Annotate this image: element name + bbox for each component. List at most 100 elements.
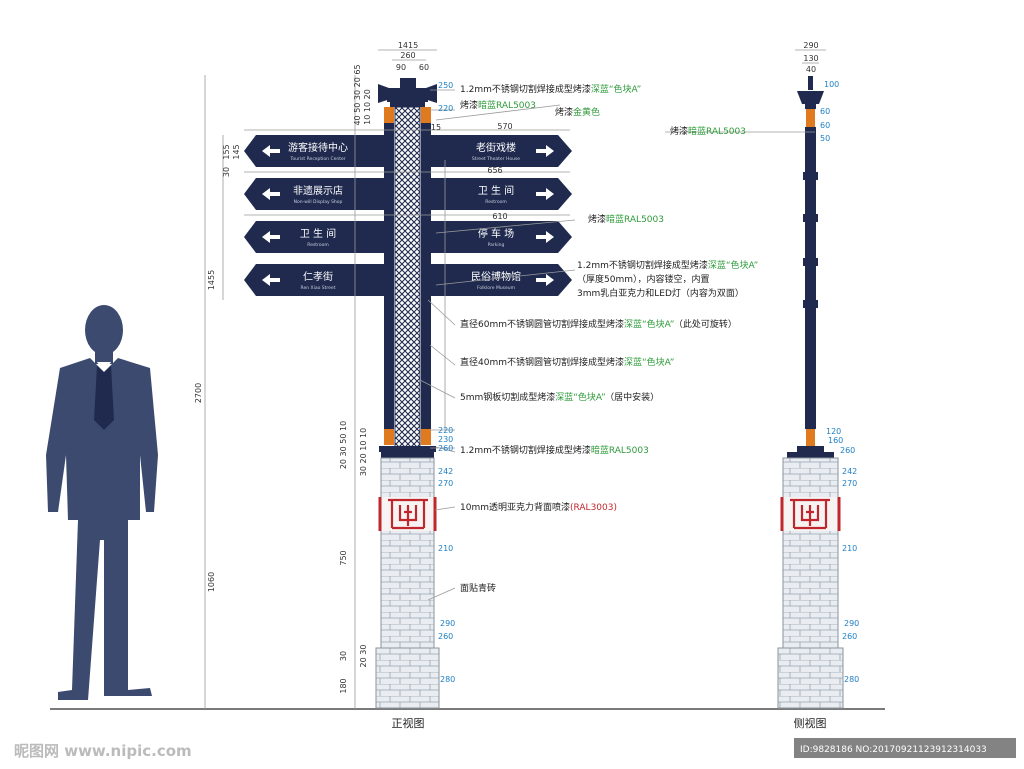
dim-vert-mid-2: 30 20 10 10: [359, 428, 368, 476]
sign-label-en: Ren Xiao Street: [301, 285, 336, 291]
sign-label-en: Restroom: [485, 199, 506, 205]
dim-front-250: 250: [438, 81, 453, 90]
note-2: 烤漆金黄色: [555, 106, 600, 118]
note-highlight: 暗蓝RAL5003: [478, 99, 536, 111]
dim-top-60: 60: [419, 63, 429, 72]
watermark-id: ID:9828186 NO:20170921123912314033: [800, 745, 987, 755]
sign-board: [423, 178, 572, 210]
note-text: 10mm透明亚克力背面喷漆: [460, 501, 570, 513]
note-highlight: (RAL3003): [570, 503, 617, 513]
dim-side-top-290: 290: [803, 41, 818, 50]
dim-left-2700: 2700: [194, 383, 203, 403]
dim-front-242: 242: [438, 467, 453, 476]
dim-side-260: 260: [840, 446, 855, 455]
front-view-label: 正视图: [392, 716, 425, 730]
note-text: 1.2mm不锈钢切割焊接成型烤漆: [460, 444, 591, 456]
note-10: 5mm钢板切割成型烤漆深蓝“色块A” （居中安装）: [460, 391, 659, 403]
dim-vert-20-30: 20 30: [359, 645, 368, 668]
arrow-right-icon: [536, 188, 554, 200]
arrow-right-icon: [536, 231, 554, 243]
sign-left-3: 仁孝街 Ren Xiao Street: [244, 264, 392, 296]
dim-610: 610: [492, 212, 507, 221]
sign-label-cn: 非遗展示店: [293, 184, 343, 197]
dim-left-155: 155: [222, 144, 231, 159]
note-suffix: （此处可旋转）: [678, 318, 737, 330]
sign-label-en: Non-will Display Shop: [294, 199, 343, 205]
sign-label-en: Folklore Museum: [477, 285, 515, 291]
note-highlight: 深蓝“色块A”: [624, 318, 674, 330]
dim-front-220a: 220: [438, 104, 453, 113]
note-11: 1.2mm不锈钢切割焊接成型烤漆暗蓝RAL5003: [460, 444, 649, 456]
note-12: 10mm透明亚克力背面喷漆(RAL3003): [460, 501, 617, 513]
dim-vert-mid: 20 30 50 10: [339, 421, 348, 469]
dim-side-280: 280: [844, 675, 859, 684]
note-highlight: 深蓝“色块A”: [555, 391, 605, 403]
sign-left-1: 非遗展示店 Non-will Display Shop: [244, 178, 392, 210]
human-figure: [46, 305, 158, 700]
note-highlight: 深蓝“色块A”: [708, 259, 758, 271]
sign-label-cn: 停 车 场: [478, 227, 514, 240]
note-text: 烤漆: [460, 99, 478, 111]
note-3: 烤漆暗蓝RAL5003: [670, 125, 746, 137]
note-text: 烤漆: [555, 106, 573, 118]
sign-label-en: Street Theater House: [472, 156, 520, 162]
side-view-label: 侧视图: [794, 716, 827, 730]
note-text: 1.2mm不锈钢切割焊接成型烤漆: [577, 259, 708, 271]
dim-side-210: 210: [842, 544, 857, 553]
dim-570: 570: [497, 122, 512, 131]
dim-side-242: 242: [842, 467, 857, 476]
arrow-left-icon: [262, 145, 280, 157]
dim-side-top-130: 130: [803, 54, 818, 63]
arrow-right-icon: [536, 274, 554, 286]
note-6: （厚度50mm），内容镂空，内置: [577, 273, 710, 285]
note-suffix: （居中安装）: [610, 391, 660, 403]
note-1: 烤漆暗蓝RAL5003: [460, 99, 536, 111]
sign-board: [423, 221, 572, 253]
arrow-left-icon: [262, 231, 280, 243]
dim-vert-top: 40 50 30 20 65: [353, 64, 362, 125]
dim-top-260: 260: [400, 51, 415, 60]
note-4: 烤漆暗蓝RAL5003: [588, 213, 664, 225]
dimension-lines: [204, 49, 826, 709]
arrow-right-icon: [536, 145, 554, 157]
dim-front-230: 230: [438, 435, 453, 444]
note-9: 直径40mm不锈钢圆管切割焊接成型烤漆深蓝“色块A”: [460, 356, 674, 368]
sign-board: [423, 135, 572, 167]
dim-front-260b: 260: [438, 632, 453, 641]
dim-side-260b: 260: [842, 632, 857, 641]
note-highlight: 金黄色: [573, 106, 600, 118]
note-highlight: 暗蓝RAL5003: [606, 213, 664, 225]
note-text: 烤漆: [670, 125, 688, 137]
sign-label-en: Restroom: [307, 242, 328, 248]
dim-side-50: 50: [820, 134, 830, 143]
dim-vert-15: 15: [431, 123, 441, 132]
dim-left-1060: 1060: [207, 572, 216, 592]
sign-label-cn: 仁孝街: [303, 270, 333, 283]
dim-top-1415: 1415: [398, 41, 418, 50]
dim-vert-30: 30: [339, 651, 348, 661]
sign-right-1: 卫 生 间 Restroom: [423, 178, 572, 210]
note-text: 烤漆: [588, 213, 606, 225]
dim-side-100: 100: [824, 80, 839, 89]
sign-left-2: 卫 生 间 Restroom: [244, 221, 392, 253]
dim-left-145: 145: [232, 144, 241, 159]
sign-label-cn: 卫 生 间: [300, 227, 336, 240]
dim-front-270: 270: [438, 479, 453, 488]
note-5: 1.2mm不锈钢切割焊接成型烤漆深蓝“色块A”: [577, 259, 758, 271]
dim-side-top-40: 40: [806, 65, 816, 74]
dim-front-290: 290: [440, 619, 455, 628]
dim-vert-180: 180: [339, 678, 348, 693]
sign-label-cn: 卫 生 间: [478, 184, 514, 197]
watermark-id-box: [794, 738, 1016, 758]
note-highlight: 深蓝“色块A”: [591, 83, 641, 95]
arrow-left-icon: [262, 274, 280, 286]
note-text: 5mm钢板切割成型烤漆: [460, 391, 555, 403]
dim-front-220b: 220: [438, 426, 453, 435]
sign-label-cn: 游客接待中心: [288, 141, 348, 154]
note-text: 3mm乳白亚克力和LED灯（内容为双面）: [577, 287, 744, 299]
front-view: [375, 78, 440, 709]
